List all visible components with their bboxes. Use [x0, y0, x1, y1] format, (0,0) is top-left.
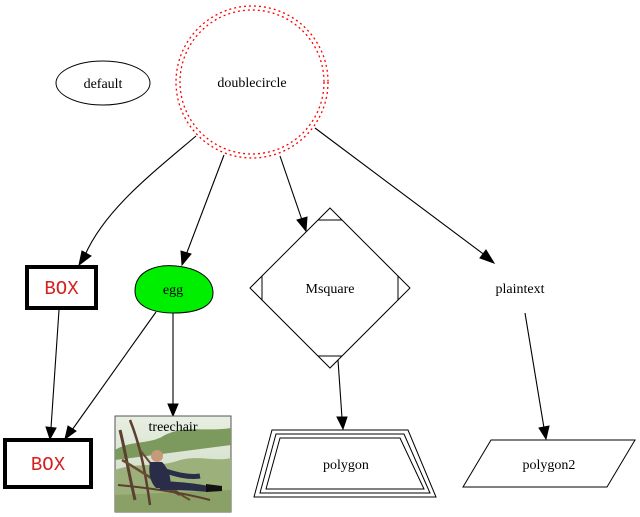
arrowhead-egg: [180, 250, 192, 267]
edge-msquare-polygon: [337, 359, 343, 419]
egg-shape: [134, 265, 214, 314]
doublecircle-label: doublecircle: [217, 76, 286, 91]
arrowhead-polygon2: [538, 425, 550, 441]
treechair-photo: [115, 419, 231, 512]
doublecircle-inner-ring: [179, 9, 325, 155]
arrowhead-treechair: [167, 403, 179, 418]
edge-doublecircle-plaintext: [314, 127, 487, 257]
doublecircle-outer-ring: [175, 5, 329, 159]
edge-doublecircle-msquare: [279, 155, 303, 221]
arrowhead-box1: [78, 250, 92, 267]
node-polygon: polygon: [253, 429, 437, 498]
polygon-border-outer: [253, 429, 437, 498]
polygon-label: polygon: [323, 458, 369, 473]
arrowhead-box2-b: [64, 425, 77, 441]
edge-plaintext-polygon2: [524, 312, 545, 429]
msquare-label: Msquare: [306, 282, 355, 297]
edge-doublecircle-box1: [84, 135, 197, 256]
arrowhead-msquare: [296, 216, 308, 233]
edges: [45, 127, 550, 441]
arrowhead-polygon: [336, 416, 348, 431]
node-box1: BOX: [25, 265, 98, 310]
node-polygon2: polygon2: [462, 439, 636, 488]
box1-rect: [25, 265, 98, 310]
node-doublecircle: doublecircle: [175, 5, 329, 159]
box2-rect: [3, 438, 93, 489]
edge-box1-box2: [50, 309, 60, 429]
arrowhead-box2-a: [45, 426, 57, 441]
edge-doublecircle-egg: [185, 154, 225, 256]
node-treechair: treechair: [114, 415, 232, 513]
box1-label: BOX: [44, 278, 79, 300]
node-box2: BOX: [3, 438, 93, 489]
arrowhead-plaintext: [479, 249, 496, 264]
treechair-label: treechair: [149, 420, 198, 435]
node-plaintext: plaintext: [496, 282, 545, 297]
box2-label: BOX: [31, 454, 66, 476]
node-egg: egg: [134, 265, 214, 314]
egg-label: egg: [163, 283, 183, 298]
node-msquare: Msquare: [249, 207, 411, 369]
edge-egg-box2: [71, 311, 157, 431]
polygon2-shape: [462, 439, 636, 488]
plaintext-label: plaintext: [496, 282, 545, 297]
polygon2-label: polygon2: [523, 458, 576, 473]
default-label: default: [84, 77, 123, 92]
node-default: default: [55, 60, 151, 106]
polygon-border-inner: [265, 437, 425, 490]
polygon-border-middle: [259, 433, 431, 494]
msquare-diamond: [249, 207, 411, 369]
default-ellipse: [55, 60, 151, 106]
